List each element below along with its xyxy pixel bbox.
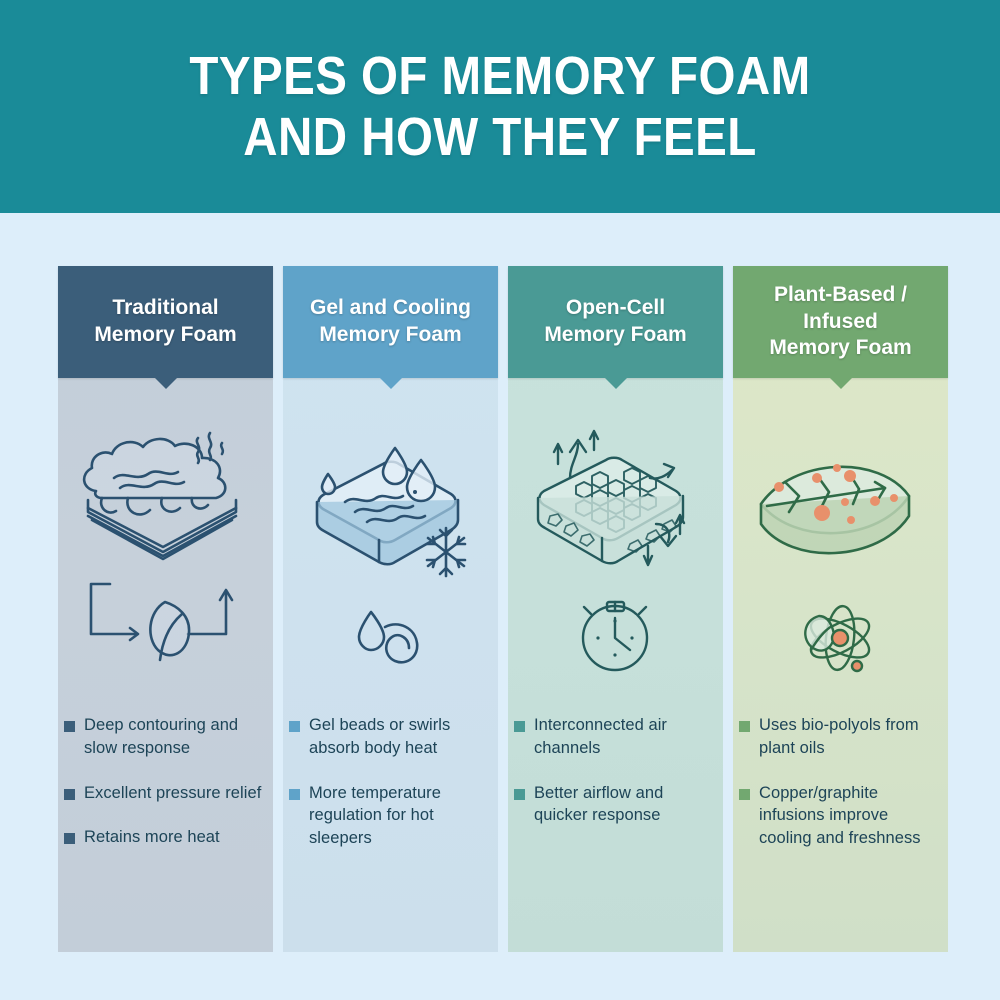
- bullet-text: Interconnected air channels: [534, 716, 667, 757]
- column-title: Gel and Cooling Memory Foam: [310, 296, 471, 346]
- atom-leaf-icon: [804, 604, 871, 673]
- bullet-square-icon: [289, 721, 300, 732]
- bullet-square-icon: [64, 833, 75, 845]
- bullets-plant-based: Uses bio-polyols from plant oils Copper/…: [733, 714, 948, 872]
- bullet-item: Retains more heat: [64, 826, 263, 849]
- leaf-cycle-arrows-icon: [89, 582, 234, 662]
- bullet-item: Interconnected air channels: [514, 714, 713, 760]
- column-title: Open-Cell Memory Foam: [544, 296, 687, 346]
- column-header-plant-based: Plant-Based / Infused Memory Foam: [733, 266, 948, 378]
- bullet-square-icon: [739, 788, 750, 800]
- bullet-item: Copper/graphite infusions improve coolin…: [739, 782, 938, 850]
- column-open-cell[interactable]: Open-Cell Memory Foam: [508, 266, 723, 952]
- bullet-item: More temperature regulation for hot slee…: [289, 782, 488, 850]
- columns-container: Traditional Memory Foam: [58, 266, 948, 956]
- column-title: Traditional Memory Foam: [94, 296, 237, 346]
- bullet-text: More temperature regulation for hot slee…: [309, 783, 441, 848]
- page-title: TYPES OF MEMORY FOAM AND HOW THEY FEEL: [189, 46, 811, 167]
- copper-particles-icon: [774, 464, 898, 524]
- bullet-item: Gel beads or swirls absorb body heat: [289, 714, 488, 760]
- bullet-square-icon: [289, 788, 300, 800]
- header-banner: TYPES OF MEMORY FOAM AND HOW THEY FEEL: [0, 0, 1000, 213]
- bullet-square-icon: [514, 721, 525, 732]
- bullet-item: Excellent pressure relief: [64, 782, 263, 805]
- gel-mattress-icon: [315, 446, 467, 664]
- bullet-text: Deep contouring and slow response: [84, 716, 239, 757]
- bullet-text: Copper/graphite infusions improve coolin…: [759, 783, 921, 848]
- stopwatch-icon: [581, 600, 649, 672]
- column-gel-cooling[interactable]: Gel and Cooling Memory Foam: [283, 266, 498, 952]
- column-header-traditional: Traditional Memory Foam: [58, 266, 273, 378]
- illustration-open-cell: [508, 416, 723, 696]
- bullet-item: Deep contouring and slow response: [64, 714, 263, 760]
- bullet-square-icon: [64, 721, 75, 732]
- bullet-text: Better airflow and quicker response: [534, 783, 664, 825]
- column-header-open-cell: Open-Cell Memory Foam: [508, 266, 723, 378]
- bullet-item: Uses bio-polyols from plant oils: [739, 714, 938, 760]
- header-pointer-tab: [154, 378, 177, 389]
- header-pointer-tab: [379, 378, 402, 389]
- column-traditional[interactable]: Traditional Memory Foam: [58, 266, 273, 952]
- illustration-traditional: [58, 416, 273, 696]
- bullets-open-cell: Interconnected air channels Better airfl…: [508, 714, 723, 849]
- leaf-shaped-mattress-icon: [759, 464, 911, 673]
- bullet-square-icon: [64, 788, 75, 800]
- bullet-text: Excellent pressure relief: [84, 783, 262, 802]
- bullet-text: Uses bio-polyols from plant oils: [759, 716, 919, 757]
- bullets-gel-cooling: Gel beads or swirls absorb body heat Mor…: [283, 714, 498, 872]
- header-pointer-tab: [604, 378, 627, 389]
- bullets-traditional: Deep contouring and slow response Excell…: [58, 714, 273, 871]
- bullet-text: Retains more heat: [84, 828, 220, 847]
- airflow-arrows-icon: [552, 429, 686, 567]
- foam-mattress-cloud-icon: [82, 431, 238, 662]
- illustration-plant-based: [733, 416, 948, 696]
- illustration-gel-cooling: [283, 416, 498, 696]
- snowflake-icon: [425, 526, 467, 578]
- header-pointer-tab: [829, 378, 852, 389]
- open-cell-honeycomb-mattress-icon: [536, 429, 686, 672]
- bullet-text: Gel beads or swirls absorb body heat: [309, 716, 451, 757]
- column-title: Plant-Based / Infused Memory Foam: [769, 282, 912, 360]
- bullet-item: Better airflow and quicker response: [514, 782, 713, 828]
- droplet-swirl-icon: [357, 610, 419, 664]
- bullet-square-icon: [514, 788, 525, 800]
- column-header-gel-cooling: Gel and Cooling Memory Foam: [283, 266, 498, 378]
- bullet-square-icon: [739, 721, 750, 732]
- column-plant-based[interactable]: Plant-Based / Infused Memory Foam: [733, 266, 948, 952]
